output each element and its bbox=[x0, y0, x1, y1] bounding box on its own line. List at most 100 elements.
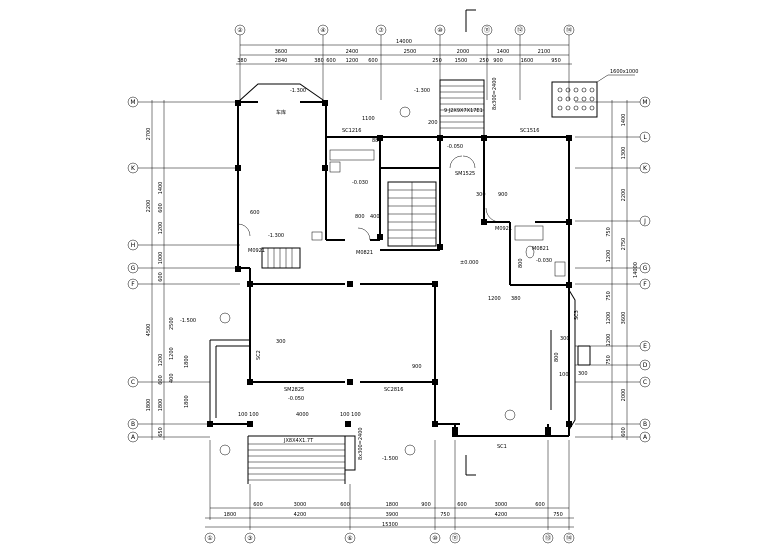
axis-label: K bbox=[131, 165, 136, 172]
dim-total: 14000 bbox=[396, 39, 412, 45]
axis-label: ② bbox=[237, 27, 243, 34]
dim-text: 750 bbox=[606, 227, 612, 237]
axis-label: J bbox=[643, 218, 646, 225]
dim-text: 1400 bbox=[158, 182, 164, 195]
dim-text: 900 bbox=[421, 502, 431, 508]
legend-size-label: 1600x1000 bbox=[610, 69, 638, 75]
door-label: M0921 bbox=[248, 248, 265, 254]
dim-text: 380 bbox=[511, 296, 521, 302]
level-label: -0.050 bbox=[288, 396, 304, 402]
dim-text: 300 bbox=[578, 371, 588, 377]
stair-label: JX8X4X1.7T bbox=[283, 438, 314, 444]
dim-text: 380 bbox=[314, 58, 324, 64]
structural-columns bbox=[207, 100, 572, 437]
dim-text: 250 bbox=[479, 58, 489, 64]
window-label: SC1 bbox=[497, 444, 507, 450]
dim-text: 380 bbox=[237, 58, 247, 64]
dim-text: 650 bbox=[158, 427, 164, 437]
dim-text: 1400 bbox=[497, 49, 510, 55]
dim-text: 1300 bbox=[621, 147, 627, 160]
axis-label: ⑥ bbox=[347, 535, 352, 542]
level-label: -0.050 bbox=[447, 144, 463, 150]
legend-block: 1600x1000 bbox=[551, 69, 638, 118]
level-label: -1.300 bbox=[290, 88, 306, 94]
dim-text: 1100 bbox=[362, 116, 375, 122]
dim-text: 900 bbox=[493, 58, 503, 64]
axis-label: F bbox=[131, 281, 135, 288]
axis-label: ⑭ bbox=[566, 534, 572, 542]
dim-text: 1200 bbox=[606, 334, 612, 347]
top-stair bbox=[439, 79, 485, 138]
dim-text: 1800 bbox=[146, 399, 152, 412]
dim-text: 600 bbox=[253, 502, 263, 508]
dim-text: 2500 bbox=[404, 49, 417, 55]
dim-text: 2000 bbox=[457, 49, 470, 55]
left-axis-bubbles: M K H G F C B A bbox=[127, 96, 240, 443]
dim-text: 2000 bbox=[621, 389, 627, 402]
axis-label: A bbox=[643, 434, 648, 441]
dim-text: 2200 bbox=[621, 189, 627, 202]
axis-label: ⑩ bbox=[432, 535, 437, 542]
dim-text: 600 bbox=[621, 427, 627, 437]
dim-text: 1800 bbox=[386, 502, 399, 508]
axis-label: H bbox=[131, 242, 136, 249]
dim-text: 4500 bbox=[146, 324, 152, 337]
bottom-dimensions: 600 3000 600 1800 900 600 3000 600 1800 … bbox=[205, 440, 574, 530]
dim-text: 3000 bbox=[294, 502, 307, 508]
left-dimensions: 2700 2200 1400 600 1200 1000 600 4500 12… bbox=[146, 128, 164, 437]
dim-text: 600 bbox=[158, 375, 164, 385]
dim-text: 2700 bbox=[146, 128, 152, 141]
level-label: -1.300 bbox=[414, 88, 430, 94]
section-mark bbox=[465, 9, 476, 32]
axis-label: B bbox=[131, 421, 135, 428]
dim-text: 100 100 bbox=[340, 412, 361, 418]
level-label: -0.030 bbox=[536, 258, 552, 264]
dim-text: 900 bbox=[498, 192, 508, 198]
door-label: M0821 bbox=[356, 250, 373, 256]
window-label: SC3 bbox=[574, 310, 580, 320]
dim-text: 2100 bbox=[538, 49, 551, 55]
dim-text: 300 bbox=[276, 339, 286, 345]
axis-label: M bbox=[642, 99, 647, 106]
dim-text: 1000 bbox=[158, 252, 164, 265]
dim-text: 800 bbox=[355, 214, 365, 220]
dim-text: 14000 bbox=[633, 262, 639, 278]
dim-text: 1200 bbox=[488, 296, 501, 302]
stair-label: 8x300=2400 bbox=[492, 77, 498, 110]
dim-text: 300 bbox=[476, 192, 486, 198]
axis-label: ⑬ bbox=[545, 534, 551, 542]
dim-text: 1800 bbox=[184, 355, 190, 368]
dim-text: 100 100 bbox=[238, 412, 259, 418]
dim-text: 1800 bbox=[224, 512, 237, 518]
window-label: SC1516 bbox=[520, 128, 539, 134]
dim-text: 880 bbox=[372, 138, 382, 144]
fixtures bbox=[219, 106, 566, 456]
dim-text: 600 bbox=[250, 210, 260, 216]
dim-text: 800 bbox=[554, 352, 560, 362]
window-label: SC2 bbox=[256, 350, 262, 360]
axis-label: ④ bbox=[320, 27, 325, 34]
dim-text: 600 bbox=[158, 203, 164, 213]
axis-label: ⑫ bbox=[517, 26, 523, 34]
room-label: 车库 bbox=[276, 109, 286, 116]
axis-label: ① bbox=[207, 535, 212, 542]
dim-total: 15300 bbox=[382, 522, 398, 528]
dim-text: 600 bbox=[368, 58, 378, 64]
dim-text: 600 bbox=[457, 502, 467, 508]
dim-text: 600 bbox=[535, 502, 545, 508]
walls bbox=[209, 83, 591, 484]
dim-text: 2840 bbox=[275, 58, 288, 64]
right-axis-bubbles: M L K J G F E D C B A bbox=[575, 96, 651, 443]
dim-text: 3600 bbox=[275, 49, 288, 55]
dim-text: 750 bbox=[553, 512, 563, 518]
dim-text: 3600 bbox=[621, 312, 627, 325]
stair-label: 9 J2X9X7X17E1 bbox=[444, 108, 483, 114]
axis-label: ⑩ bbox=[437, 27, 442, 34]
dim-text: 600 bbox=[326, 58, 336, 64]
dim-text: 400 bbox=[169, 373, 175, 383]
dim-text: 400 bbox=[370, 214, 380, 220]
top-dimensions: 14000 3600 2400 2500 2000 1400 2100 380 … bbox=[236, 35, 572, 100]
door-label: M0921 bbox=[495, 226, 512, 232]
dim-text: 200 bbox=[428, 120, 438, 126]
